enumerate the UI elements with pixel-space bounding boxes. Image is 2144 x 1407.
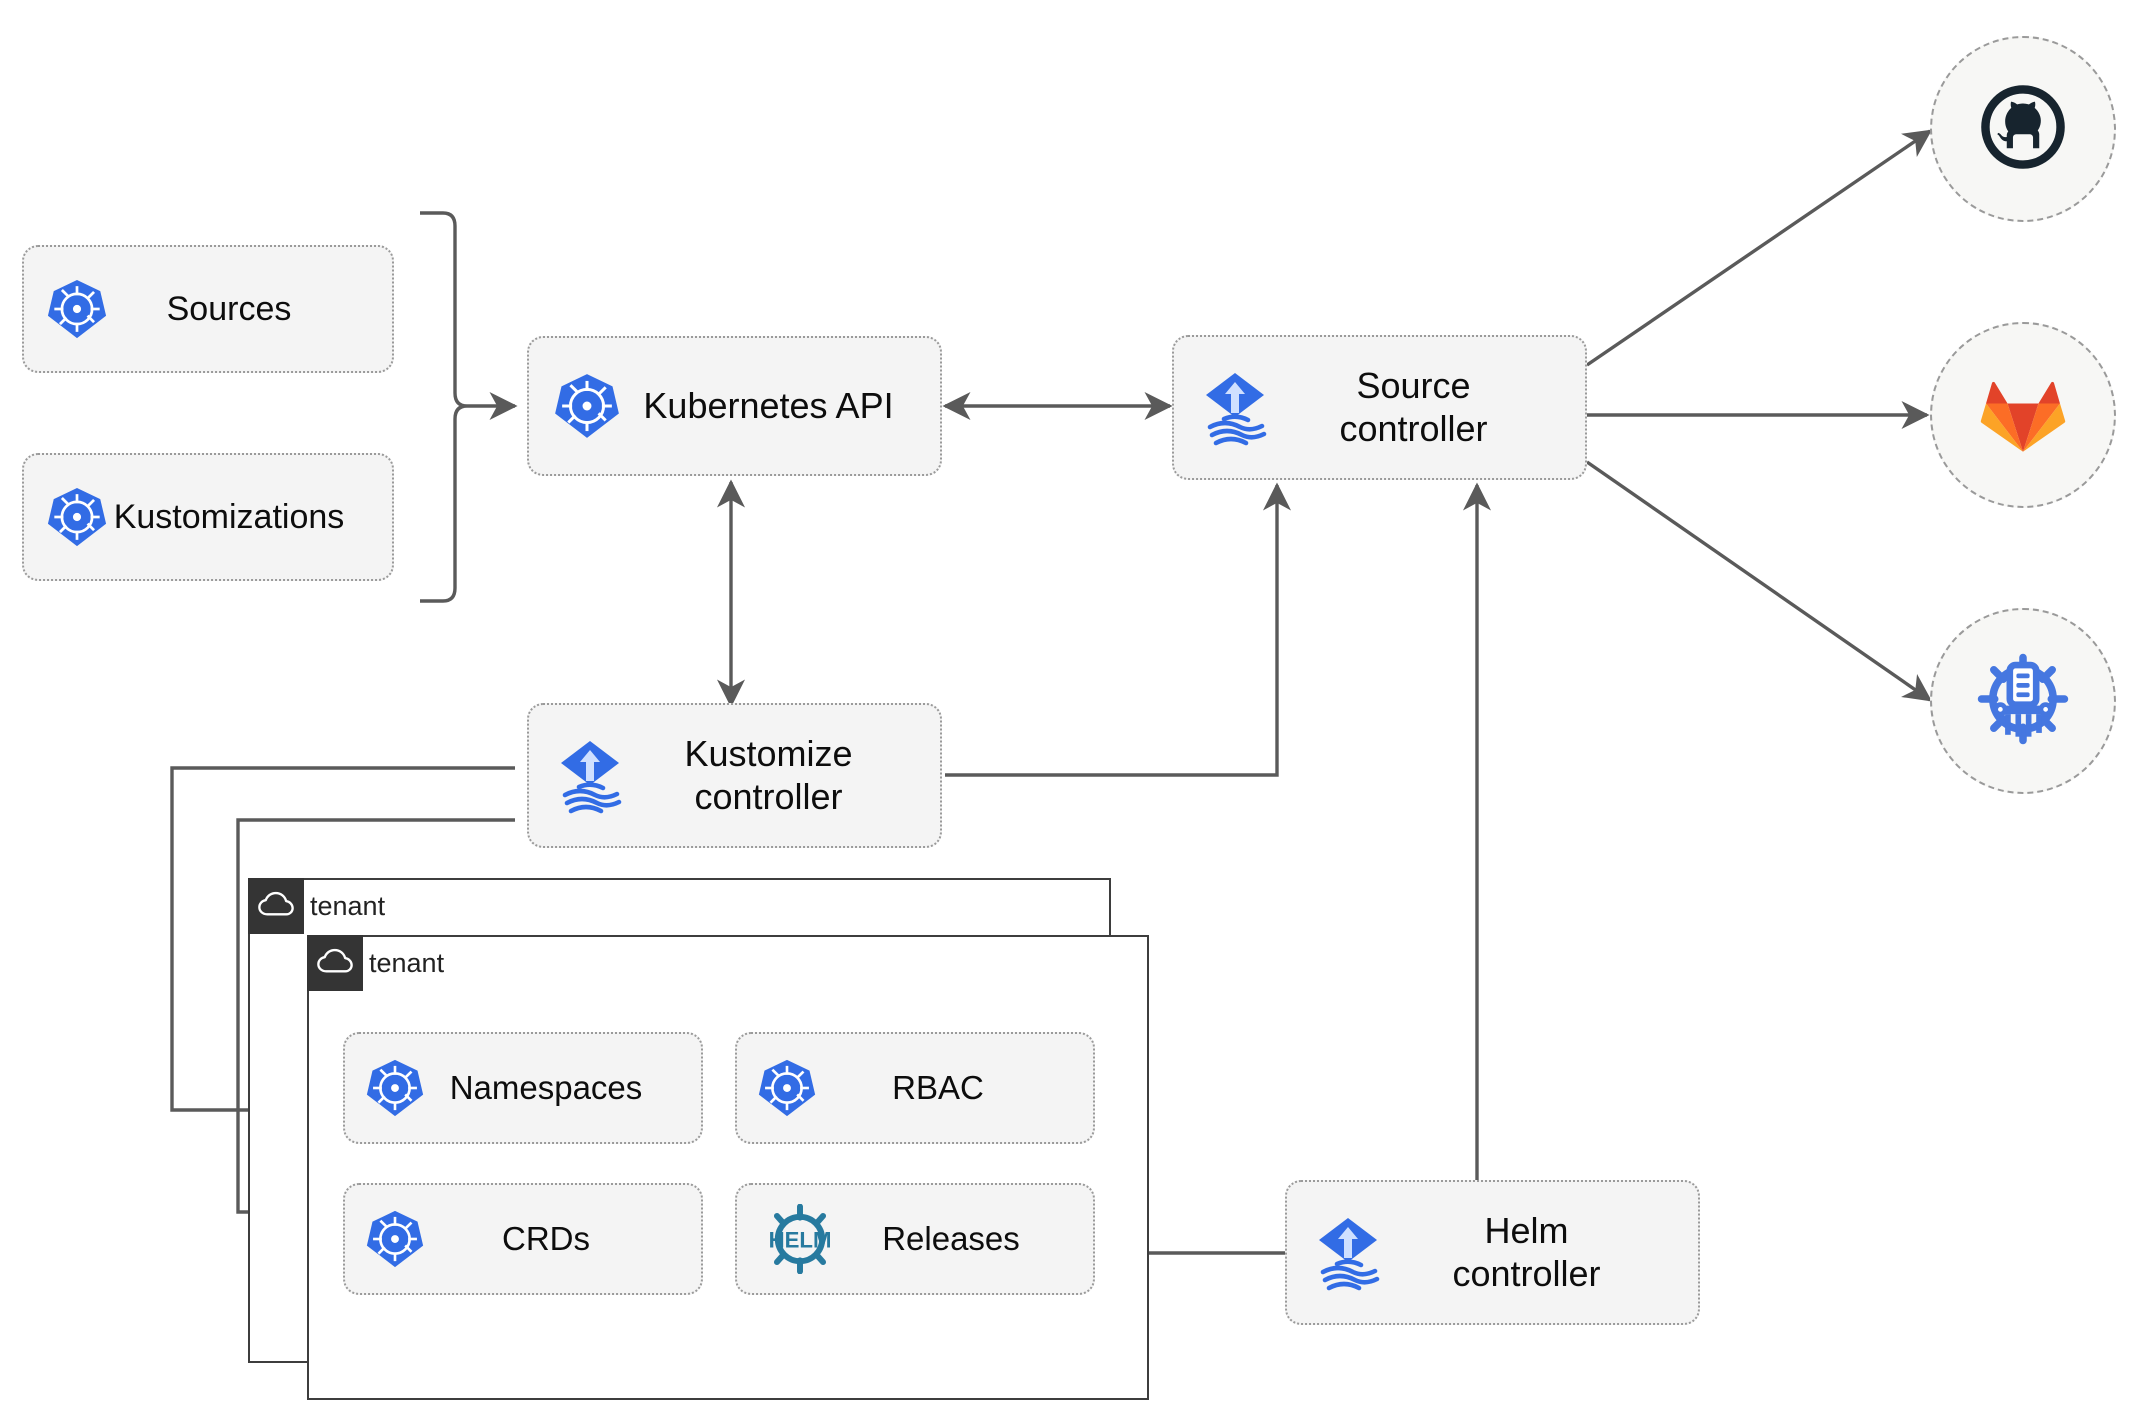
tenant-resource-namespaces[interactable]: Namespaces <box>343 1032 703 1144</box>
node-label: Helm controller <box>1452 1210 1601 1294</box>
kubernetes-icon <box>46 486 108 548</box>
helm-icon: HELM <box>757 1204 843 1274</box>
resource-label: Namespaces <box>449 1068 643 1106</box>
external-service-gitlab[interactable] <box>1930 322 2116 508</box>
tenant-resource-releases[interactable]: HELM Releases <box>735 1183 1095 1295</box>
node-label: Kubernetes API <box>643 384 894 426</box>
tenant-label: tenant <box>310 891 386 921</box>
tenant-label: tenant <box>369 948 445 978</box>
flux-icon <box>553 737 627 815</box>
cloud-icon <box>317 948 353 979</box>
cloud-icon <box>258 891 294 922</box>
node-label: Kustomize controller <box>684 733 853 817</box>
kubernetes-icon <box>365 1058 425 1118</box>
tenant-resource-rbac[interactable]: RBAC <box>735 1032 1095 1144</box>
kubernetes-icon <box>365 1209 425 1269</box>
kubernetes-icon <box>757 1058 817 1118</box>
kubernetes-api-node[interactable]: Kubernetes API <box>527 336 942 476</box>
helm-repository-icon <box>1974 650 2072 753</box>
node-label: Source controller <box>1339 365 1488 449</box>
kubernetes-icon <box>553 372 621 440</box>
kustomize-controller-node[interactable]: Kustomize controller <box>527 703 942 848</box>
tenant-resource-crds[interactable]: CRDs <box>343 1183 703 1295</box>
kubernetes-icon <box>46 278 108 340</box>
external-service-github[interactable] <box>1930 36 2116 222</box>
tenant-tab <box>248 878 304 934</box>
resource-node-sources[interactable]: Sources <box>22 245 394 373</box>
resource-label: Releases <box>882 1219 1020 1257</box>
resource-label: Sources <box>166 289 292 328</box>
tenant-tab <box>307 935 363 991</box>
github-icon <box>1977 81 2069 178</box>
helm-controller-node[interactable]: Helm controller <box>1285 1180 1700 1325</box>
resource-node-kustomizations[interactable]: Kustomizations <box>22 453 394 581</box>
tenant-frame-front[interactable]: tenant <box>307 935 1149 1400</box>
resource-label: Kustomizations <box>113 497 345 536</box>
external-service-helm-repository[interactable] <box>1930 608 2116 794</box>
svg-text:HELM: HELM <box>769 1228 832 1253</box>
flux-icon <box>1198 369 1272 447</box>
resource-label: CRDs <box>502 1219 590 1257</box>
resource-label: RBAC <box>892 1068 984 1106</box>
gitlab-icon <box>1980 372 2066 459</box>
source-controller-node[interactable]: Source controller <box>1172 335 1587 480</box>
flux-icon <box>1311 1214 1385 1292</box>
